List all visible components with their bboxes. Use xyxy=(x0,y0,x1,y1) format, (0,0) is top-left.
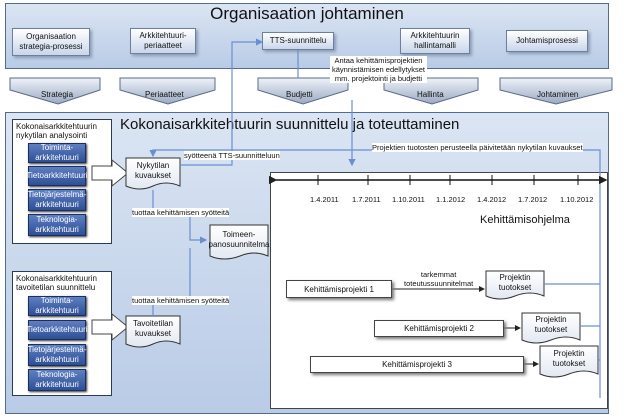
output-doc-shape-1 xyxy=(485,270,545,300)
current-business-architecture: Toiminta-arkkitehtuuri xyxy=(28,143,86,163)
tts-planning-box: TTS-suunnittelu xyxy=(262,32,334,50)
target-information-architecture: Tietoarkkitehtuuri xyxy=(26,320,88,340)
target-technology-architecture: Teknologia-arkkitehtuuri xyxy=(28,369,86,391)
strategy-process-box: Organisaation strategia-prosessi xyxy=(12,28,90,56)
timeline-tick-1: 1.4.2011 xyxy=(310,195,339,204)
timeline-tick-6: 1.7.2012 xyxy=(518,195,548,204)
management-arrow xyxy=(499,77,613,105)
target-business-architecture: Toiminta-arkkitehtuuri xyxy=(28,296,86,316)
plan-doc-shape xyxy=(209,224,269,260)
feeds-tts-label: syötteenä TTS-suunnitteluun xyxy=(184,151,280,160)
strategy-process-label: Organisaation strategia-prosessi xyxy=(19,32,83,51)
governance-arrow xyxy=(383,77,479,105)
current-information-architecture: Tietoarkkitehtuuri xyxy=(26,166,88,186)
feedback-label: Projektien tuotosten perusteella päivite… xyxy=(372,143,583,152)
timeline-tick-3: 1.10.2011 xyxy=(392,195,425,204)
principles-arrow-label: Periaatteet xyxy=(145,90,184,99)
timeline-tick-7: 1.10.2012 xyxy=(560,195,594,204)
target-doc-shape xyxy=(125,315,181,348)
strategy-arrow xyxy=(9,77,101,105)
organization-management-title: Organisaation johtaminen xyxy=(210,4,404,23)
timeline-tick-4: 1.1.2012 xyxy=(436,195,466,204)
timeline-tick-2: 1.7.2011 xyxy=(352,195,381,204)
current-systems-architecture: Tietojärjestelmä-arkkitehtuuri xyxy=(27,189,87,211)
management-process-label: Johtamisprosessi xyxy=(516,36,578,45)
principles-arrow xyxy=(119,77,216,105)
dev-input-line-2 xyxy=(152,248,191,316)
development-project-1: Kehittämisprojekti 1 xyxy=(286,280,392,298)
management-process-box: Johtamisprosessi xyxy=(506,30,588,52)
development-program-title: Kehittämisohjelma xyxy=(480,214,570,226)
output-doc-shape-3 xyxy=(539,345,599,378)
dev-input-label-2: tuottaa kehittämisen syötteitä xyxy=(132,296,230,305)
architecture-governance-label: Arkkitehtuurin hallintamalli xyxy=(410,31,460,50)
development-project-2: Kehittämisprojekti 2 xyxy=(374,320,504,337)
management-arrow-label: Johtaminen xyxy=(537,90,579,99)
development-project-3: Kehittämisprojekti 3 xyxy=(310,356,524,373)
timeline-tick-5: 1.4.2012 xyxy=(477,195,507,204)
current-state-descriptions: Nykytilan kuvaukset xyxy=(134,161,172,180)
current-technology-architecture: Teknologia-arkkitehtuuri xyxy=(28,214,86,236)
current-to-doc-arrow xyxy=(91,158,129,188)
architecture-principles-label: Arkkitehtuuri-periaatteet xyxy=(139,31,187,50)
target-to-doc-arrow xyxy=(91,312,129,342)
architecture-planning-title: Kokonaisarkkitehtuurin suunnittelu ja to… xyxy=(120,116,460,133)
output-doc-shape-2 xyxy=(521,312,581,344)
strategy-arrow-label: Strategia xyxy=(41,90,74,99)
governance-arrow-label: Hallinta xyxy=(417,90,444,99)
architecture-governance-box: Arkkitehtuurin hallintamalli xyxy=(400,28,470,54)
feeds-tts-line xyxy=(180,38,264,166)
target-systems-architecture: Tietojärjestelmä-arkkitehtuuri xyxy=(27,344,87,366)
project-output-2: Projektin tuotokset xyxy=(534,315,568,334)
current-doc-shape xyxy=(125,157,181,190)
dev-input-label-1: tuottaa kehittämisen syötteitä xyxy=(132,208,230,217)
project-output-1: Projektin tuotokset xyxy=(498,273,532,292)
project-output-3: Projektin tuotokset xyxy=(552,349,586,368)
implementation-plan: Toimeen-panosuunnitelma xyxy=(208,230,270,249)
architecture-principles-box: Arkkitehtuuri-periaatteet xyxy=(130,28,196,54)
tts-planning-label: TTS-suunnittelu xyxy=(269,36,327,45)
budget-arrow-label: Budjetti xyxy=(286,90,313,99)
target-state-descriptions: Tavoitetilan kuvaukset xyxy=(132,319,174,338)
